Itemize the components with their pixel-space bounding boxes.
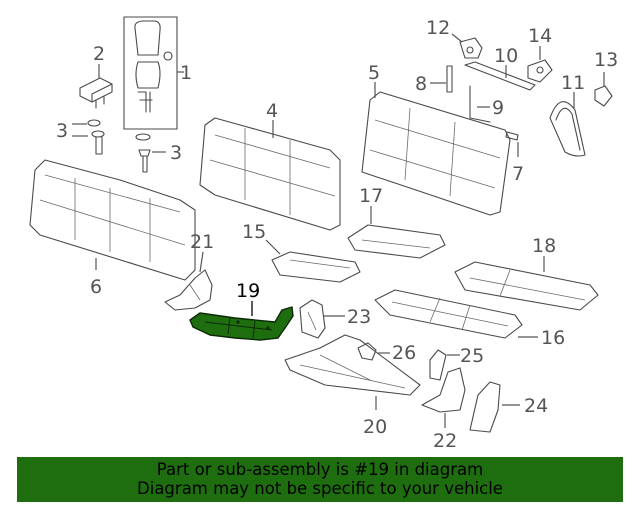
part-4-seat-back-panel bbox=[199, 117, 341, 231]
callout-10: 10 bbox=[494, 45, 518, 67]
banner-line-1: Part or sub-assembly is #19 in diagram bbox=[156, 460, 484, 479]
callout-3b: 3 bbox=[170, 142, 182, 164]
callout-15: 15 bbox=[242, 221, 266, 243]
callout-13: 13 bbox=[594, 49, 618, 71]
part-16-cushion-frame bbox=[374, 289, 538, 339]
callout-9: 9 bbox=[492, 97, 504, 119]
part-26-clip bbox=[357, 342, 390, 361]
callout-2: 2 bbox=[93, 43, 105, 65]
callout-20: 20 bbox=[363, 416, 387, 438]
callout-24: 24 bbox=[524, 395, 548, 417]
part-11-seal bbox=[549, 92, 586, 157]
callout-21: 21 bbox=[190, 231, 214, 253]
callout-23: 23 bbox=[347, 306, 371, 328]
callout-4: 4 bbox=[266, 100, 278, 122]
callout-1: 1 bbox=[180, 62, 192, 84]
callout-26: 26 bbox=[392, 342, 416, 364]
part-24-side-cover bbox=[469, 381, 520, 433]
part-20-floor-panel bbox=[284, 334, 421, 410]
callout-11: 11 bbox=[561, 72, 585, 94]
callout-14: 14 bbox=[528, 25, 552, 47]
part-19-highlighted bbox=[189, 301, 294, 341]
part-5-seat-back-frame bbox=[361, 82, 511, 216]
callout-18: 18 bbox=[532, 235, 556, 257]
part-2-headrest bbox=[79, 64, 113, 109]
callout-5: 5 bbox=[368, 62, 380, 84]
part-10-trim-strip bbox=[464, 61, 536, 91]
callout-22: 22 bbox=[433, 430, 457, 452]
part-6-seat-back-frame bbox=[29, 159, 196, 281]
callout-8: 8 bbox=[415, 73, 427, 95]
part-12-bracket bbox=[451, 33, 483, 59]
callout-25: 25 bbox=[460, 345, 484, 367]
part-9-trim-rod bbox=[469, 85, 491, 123]
part-18-cushion bbox=[454, 256, 599, 311]
part-14-latch bbox=[527, 46, 553, 83]
part-22-side-bracket bbox=[421, 367, 466, 428]
info-banner: Part or sub-assembly is #19 in diagram D… bbox=[17, 457, 623, 502]
part-25-trim bbox=[429, 349, 460, 381]
part-1-headrest-assembly bbox=[123, 16, 184, 130]
part-7-clip bbox=[505, 131, 519, 157]
callout-3: 3 bbox=[56, 120, 68, 142]
callout-19: 19 bbox=[236, 280, 260, 302]
part-3-fasteners bbox=[72, 119, 166, 173]
part-21-bracket bbox=[164, 251, 213, 311]
callout-16: 16 bbox=[541, 327, 565, 349]
part-23-bracket bbox=[299, 299, 345, 339]
part-15-cushion-pad bbox=[265, 239, 361, 283]
callout-17: 17 bbox=[359, 185, 383, 207]
banner-line-2: Diagram may not be specific to your vehi… bbox=[137, 479, 503, 498]
parts-diagram: 1 2 3 3 4 5 6 7 8 9 10 11 12 13 14 15 16… bbox=[29, 16, 618, 452]
callout-6: 6 bbox=[90, 276, 102, 298]
callout-12: 12 bbox=[426, 17, 450, 39]
part-17-cushion bbox=[347, 206, 446, 259]
part-13-latch bbox=[594, 72, 613, 107]
part-8-trim-strip bbox=[430, 65, 453, 93]
callout-7: 7 bbox=[512, 163, 524, 185]
